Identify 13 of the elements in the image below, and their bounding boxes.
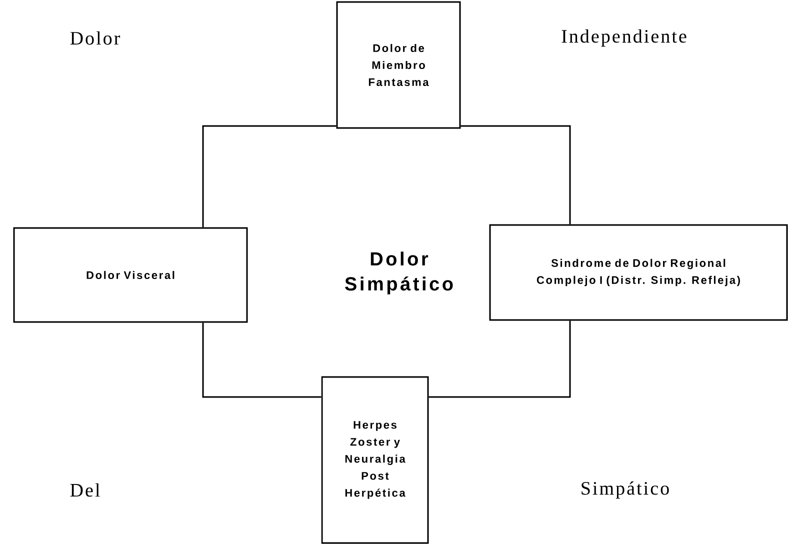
corner-label: Simpático [582,481,669,499]
corner-label: Dolor [70,31,120,45]
corner-label: Del [70,483,100,497]
connector-line [202,125,336,228]
term-box: Dolor de Miembro Fantasma [336,1,461,129]
term-box: Herpes Zoster y Neuralgia Post Herpética [321,376,429,544]
term-box: Sindrome de Dolor Regional Complejo I (Distr. Simp. Refleja) [489,224,788,321]
term-box: Dolor Visceral [13,227,248,323]
corner-label: Dolor Simpático [345,252,453,294]
connector-line [428,320,571,398]
corner-label: Independiente [562,29,686,47]
connector-line [202,322,322,398]
connector-line [460,125,571,224]
